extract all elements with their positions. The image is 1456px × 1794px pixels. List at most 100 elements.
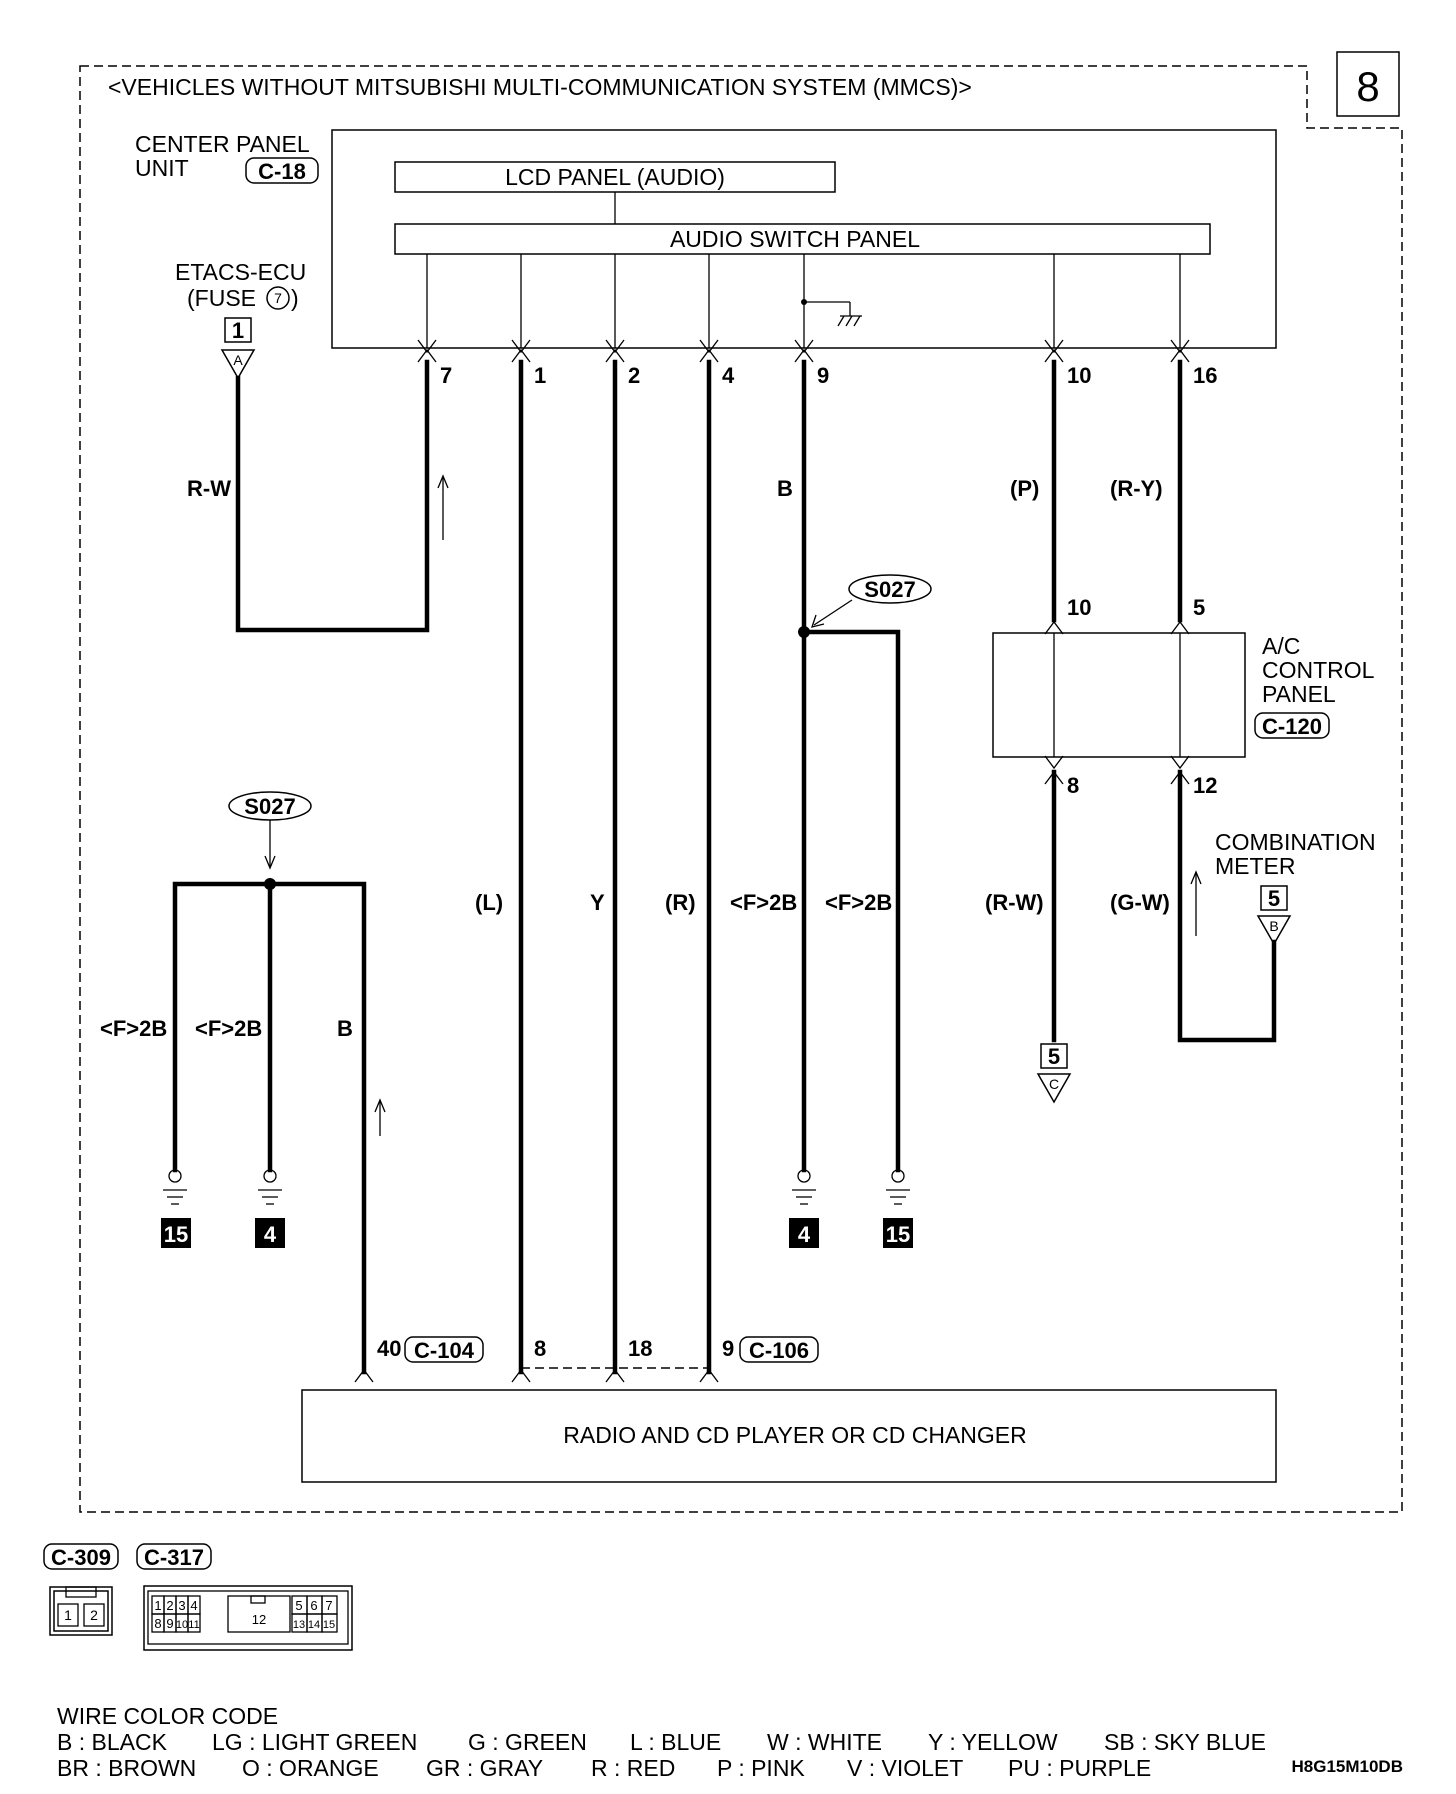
ac-pin-8: 8 <box>1067 773 1079 798</box>
connector-c106: C-106 <box>749 1338 809 1363</box>
cc-w: W : WHITE <box>767 1729 882 1755</box>
cc-sb: SB : SKY BLUE <box>1104 1729 1266 1755</box>
cc-o: O : ORANGE <box>242 1755 379 1781</box>
page-number-box <box>1336 51 1400 117</box>
splice-dot-left <box>264 878 276 890</box>
center-panel-unit: UNIT <box>135 155 189 181</box>
c317-center-12: 12 <box>252 1612 266 1627</box>
ac-label-1: A/C <box>1262 633 1300 659</box>
cc-v: V : VIOLET <box>847 1755 963 1781</box>
color-code-title: WIRE COLOR CODE <box>57 1703 278 1729</box>
label-gw-bottom: (G-W) <box>1110 890 1170 915</box>
connector-c18: C-18 <box>258 159 306 184</box>
pin-4: 4 <box>722 363 735 388</box>
internal-lines <box>426 254 1181 348</box>
c317-top-7: 7 <box>325 1598 332 1613</box>
ref-box-5c <box>1040 1043 1068 1069</box>
cc-gr: GR : GRAY <box>426 1755 543 1781</box>
c317-top-1: 1 <box>154 1598 161 1613</box>
connector-tag-c309 <box>43 1543 119 1570</box>
cc-lg: LG : LIGHT GREEN <box>212 1729 417 1755</box>
pin-10: 10 <box>1067 363 1091 388</box>
c317-top-5: 5 <box>295 1598 302 1613</box>
radio-pin-8: 8 <box>534 1336 546 1361</box>
ground-15-right: 15 <box>886 1222 910 1247</box>
c317-bot-8: 8 <box>154 1616 161 1631</box>
ref-number-1: 1 <box>232 318 244 343</box>
cc-br: BR : BROWN <box>57 1755 196 1781</box>
audio-switch-panel-box <box>394 223 1211 255</box>
splice-label-right: S027 <box>864 577 915 602</box>
ac-pin-12: 12 <box>1193 773 1217 798</box>
c317-bot-14: 14 <box>308 1619 320 1631</box>
pin-2: 2 <box>628 363 640 388</box>
pin-16: 16 <box>1193 363 1217 388</box>
connector-c104: C-104 <box>414 1338 475 1363</box>
center-panel-name: CENTER PANEL <box>135 131 310 157</box>
radio-pin-18: 18 <box>628 1336 652 1361</box>
connector-tag-c120 <box>1254 712 1330 739</box>
cc-y: Y : YELLOW <box>928 1729 1058 1755</box>
cc-pu: PU : PURPLE <box>1008 1755 1151 1781</box>
color-code-row2: BR : BROWN O : ORANGE GR : GRAY R : RED … <box>57 1755 1151 1781</box>
radio-pin-40: 40 <box>377 1336 401 1361</box>
document-code: H8G15M10DB <box>1292 1757 1404 1776</box>
label-y: Y <box>590 890 605 915</box>
connector-tag-c317 <box>136 1543 212 1570</box>
c317-bot-10: 10 <box>176 1619 188 1631</box>
cc-r: R : RED <box>591 1755 675 1781</box>
connector-tag-c18 <box>245 157 319 184</box>
ac-label-3: PANEL <box>1262 681 1336 707</box>
ac-label-2: CONTROL <box>1262 657 1375 683</box>
label-rw-top: R-W <box>187 476 231 501</box>
label-f2b-left1: <F>2B <box>100 1016 167 1041</box>
wires <box>172 359 1277 1375</box>
connector-c309: C-309 <box>51 1545 111 1570</box>
ground-4-left: 4 <box>264 1222 277 1247</box>
ground-15-left: 15 <box>164 1222 188 1247</box>
audio-switch-panel-label: AUDIO SWITCH PANEL <box>670 226 920 252</box>
header-title: <VEHICLES WITHOUT MITSUBISHI MULTI-COMMU… <box>108 74 972 100</box>
c317-top-2: 2 <box>166 1598 173 1613</box>
pin-9: 9 <box>817 363 829 388</box>
splice-label-left: S027 <box>244 794 295 819</box>
c317-face <box>143 1585 353 1651</box>
color-code-row1: B : BLACK LG : LIGHT GREEN G : GREEN L :… <box>57 1729 1266 1755</box>
c309-pin-1: 1 <box>64 1607 72 1623</box>
ac-panel-box <box>992 632 1246 758</box>
etacs-fuse-open: (FUSE <box>187 285 256 311</box>
cc-g: G : GREEN <box>468 1729 587 1755</box>
fuse-number: 7 <box>274 290 282 306</box>
radio-label: RADIO AND CD PLAYER OR CD CHANGER <box>563 1422 1026 1448</box>
label-r: (R) <box>665 890 696 915</box>
c317-bot-15: 15 <box>323 1619 335 1631</box>
etacs-label: ETACS-ECU <box>175 259 306 285</box>
ref-number-5b: 5 <box>1268 886 1280 911</box>
ground-4-right: 4 <box>798 1222 811 1247</box>
label-p-top: (P) <box>1010 476 1039 501</box>
c317-top-3: 3 <box>178 1598 185 1613</box>
ref-triangle-b <box>1256 915 1292 946</box>
ground-box-4-right <box>789 1218 819 1248</box>
ref-triangle-a <box>220 349 256 380</box>
ref-letter-a: A <box>233 352 243 368</box>
ref-letter-c: C <box>1049 1076 1059 1092</box>
ref-number-5c: 5 <box>1048 1044 1060 1069</box>
ground-box-15-right <box>883 1218 913 1248</box>
page-number: 8 <box>1356 63 1379 110</box>
connector-tag-c104 <box>404 1336 484 1363</box>
ac-pin-10: 10 <box>1067 595 1091 620</box>
label-ry-top: (R-Y) <box>1110 476 1163 501</box>
splice-dot-right <box>798 626 810 638</box>
label-b-top: B <box>777 476 793 501</box>
cc-b: B : BLACK <box>57 1729 168 1755</box>
ref-box-5b <box>1260 885 1288 911</box>
pin-7: 7 <box>440 363 452 388</box>
ac-pin-5: 5 <box>1193 595 1205 620</box>
connector-c317: C-317 <box>144 1545 204 1570</box>
connector-tag-c106 <box>739 1336 819 1363</box>
c317-top-4: 4 <box>190 1598 197 1613</box>
label-rw-bottom: (R-W) <box>985 890 1044 915</box>
ground-box-15-left <box>161 1218 191 1248</box>
radio-box <box>301 1389 1277 1483</box>
